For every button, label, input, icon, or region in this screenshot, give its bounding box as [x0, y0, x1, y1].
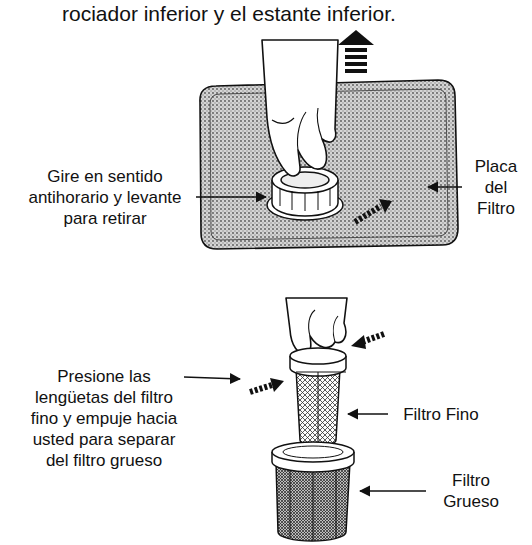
part-label: Placa del Filtro: [466, 156, 526, 219]
rotate-arrow: [355, 199, 392, 222]
part-label: Gire en sentido antihorario y levante pa…: [18, 166, 192, 229]
squeeze-arrow: [351, 334, 384, 349]
leader-line: [184, 187, 462, 491]
part-label: Filtro Fino: [391, 404, 491, 425]
part-label: Filtro Grueso: [430, 470, 512, 512]
hand: [262, 40, 338, 176]
part-label: Presione las lengüetas del filtro fino y…: [26, 366, 182, 471]
heading-text: rociador inferior y el estante inferior.: [62, 2, 396, 26]
hand: [286, 298, 347, 353]
lift-arrow: [338, 30, 374, 73]
squeeze-arrow: [250, 378, 284, 392]
filter-knob: [267, 167, 343, 220]
fine-filter: [290, 348, 346, 446]
coarse-filter: [272, 442, 354, 541]
